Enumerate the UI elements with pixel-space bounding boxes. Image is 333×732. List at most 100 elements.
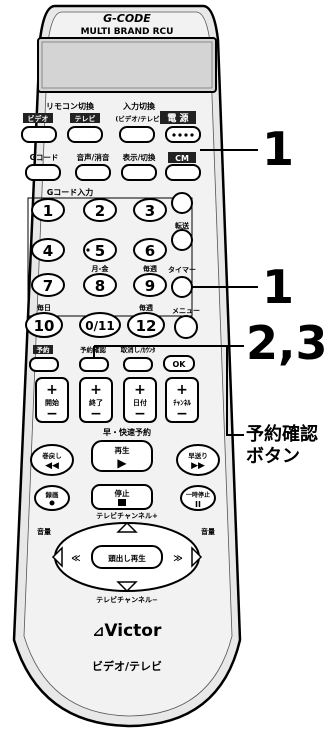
reserve-label: 予約 bbox=[37, 345, 51, 354]
vol-plus-label: 音量 bbox=[201, 527, 215, 536]
svg-text:+: + bbox=[46, 382, 58, 398]
step-2-3-callout: 2,3 bbox=[246, 316, 328, 370]
channel-up-button[interactable] bbox=[116, 521, 138, 533]
cancel-counter-button[interactable] bbox=[123, 357, 153, 372]
video-button[interactable] bbox=[21, 126, 57, 143]
ok-button[interactable] bbox=[163, 355, 195, 372]
timer-button[interactable] bbox=[171, 276, 193, 298]
reserve-button[interactable] bbox=[29, 357, 59, 372]
channel-label: ﾁｬﾝﾈﾙ bbox=[173, 399, 191, 407]
step-1-timer-callout: 1 bbox=[262, 260, 295, 314]
lcd-display bbox=[37, 37, 217, 93]
digit-5-button[interactable] bbox=[83, 238, 117, 262]
reserve-confirm-button[interactable] bbox=[79, 357, 109, 372]
digit-8-label: 8 bbox=[95, 277, 105, 295]
svg-text:−: − bbox=[134, 406, 146, 422]
digit-1-button[interactable] bbox=[31, 198, 65, 222]
fast-forward-label: 早送り bbox=[188, 451, 208, 460]
record-button[interactable] bbox=[34, 485, 70, 511]
tv-label: テレビ bbox=[75, 114, 96, 123]
pause-button[interactable] bbox=[180, 485, 216, 511]
display-label: 表示/切換 bbox=[123, 152, 156, 162]
channel-adjust-button[interactable] bbox=[165, 377, 199, 423]
svg-text:+: + bbox=[134, 382, 146, 398]
volume-down-button[interactable] bbox=[51, 546, 63, 568]
remote-switch-label: リモコン切換 bbox=[46, 101, 95, 111]
digit-3-label: 3 bbox=[145, 202, 155, 220]
start-label: 開始 bbox=[45, 398, 59, 407]
power-dots bbox=[172, 133, 194, 137]
rewind-button[interactable] bbox=[30, 444, 74, 476]
record-label: 録画 bbox=[46, 490, 60, 499]
channel-down-button[interactable] bbox=[116, 581, 138, 593]
date-label: 日付 bbox=[133, 398, 147, 407]
svg-text:+: + bbox=[90, 382, 102, 398]
digit-0-11-button[interactable] bbox=[79, 312, 121, 338]
digit-12-button[interactable] bbox=[127, 312, 165, 338]
tv-button[interactable] bbox=[67, 126, 103, 143]
step-1-power-callout: 1 bbox=[262, 122, 295, 176]
input-sub-label: (ビデオ/テレビ) bbox=[115, 114, 162, 123]
menu-button[interactable] bbox=[174, 315, 198, 339]
gcode-button[interactable] bbox=[25, 164, 61, 181]
svg-text:−: − bbox=[46, 406, 58, 422]
date-adjust-button[interactable] bbox=[123, 377, 157, 423]
digit-10-label: 10 bbox=[34, 317, 55, 335]
gcode-side-button[interactable] bbox=[171, 192, 193, 214]
input-switch-button[interactable] bbox=[119, 126, 155, 143]
cm-label: CM bbox=[175, 154, 189, 163]
digit-1-label: 1 bbox=[43, 202, 53, 220]
digit-4-button[interactable] bbox=[31, 238, 65, 262]
digit-6-button[interactable] bbox=[133, 238, 167, 262]
tv-channel-plus-label: テレビチャンネル+ bbox=[96, 511, 158, 520]
digit-8-button[interactable] bbox=[83, 273, 117, 297]
cue-play-label: 頭出し再生 bbox=[108, 553, 146, 563]
video-label: ビデオ bbox=[28, 114, 49, 123]
power-button[interactable] bbox=[165, 126, 201, 143]
gcode-label: Gコード bbox=[30, 153, 59, 162]
daily-label: 毎日 bbox=[37, 303, 51, 312]
svg-text:≫: ≫ bbox=[173, 554, 182, 564]
ok-label: OK bbox=[173, 360, 187, 369]
svg-text:II: II bbox=[195, 500, 201, 509]
transfer-label: 転送 bbox=[175, 221, 190, 230]
digit-0-11-label: 0/11 bbox=[85, 319, 114, 333]
display-button[interactable] bbox=[121, 164, 157, 181]
digit-2-button[interactable] bbox=[83, 198, 117, 222]
play-label: 再生 bbox=[115, 445, 130, 455]
input-switch-label: 入力切換 bbox=[122, 101, 156, 111]
audio-label: 音声/消音 bbox=[77, 152, 110, 162]
digit-9-button[interactable] bbox=[133, 273, 167, 297]
cm-button[interactable] bbox=[165, 164, 201, 181]
digit-7-label: 7 bbox=[43, 277, 53, 295]
reserve-confirm-caption-2: ボタン bbox=[246, 446, 300, 467]
tv-channel-minus-label: テレビチャンネル− bbox=[96, 595, 158, 604]
volume-up-button[interactable] bbox=[191, 546, 203, 568]
multi-brand-label: MULTI BRAND RCU bbox=[81, 27, 174, 37]
end-label: 終了 bbox=[89, 398, 103, 407]
fast-forward-button[interactable] bbox=[176, 444, 220, 476]
weekly-label: 毎週 bbox=[143, 264, 157, 273]
rewind-label: 巻戻し bbox=[41, 451, 62, 460]
audio-button[interactable] bbox=[75, 164, 111, 181]
digit-4-label: 4 bbox=[43, 242, 53, 260]
gcode-input-label: Gコード入力 bbox=[47, 187, 94, 197]
digit-6-label: 6 bbox=[145, 242, 155, 260]
transfer-button[interactable] bbox=[171, 229, 193, 251]
play-button[interactable] bbox=[91, 440, 153, 472]
cue-play-button[interactable] bbox=[91, 545, 163, 569]
quick-reserve-label: 早・快速予約 bbox=[103, 427, 151, 437]
start-adjust-button[interactable] bbox=[35, 377, 69, 423]
end-adjust-button[interactable] bbox=[79, 377, 113, 423]
gcode-logo: G-CODE bbox=[103, 12, 151, 25]
digit-9-label: 9 bbox=[145, 277, 155, 295]
digit-7-button[interactable] bbox=[31, 273, 65, 297]
stop-button[interactable] bbox=[91, 484, 153, 510]
cancel-counter-label: 取消し/ｶｳﾝﾀ bbox=[121, 345, 157, 354]
stop-label: 停止 bbox=[115, 488, 130, 498]
power-label: 電 源 bbox=[167, 112, 188, 124]
mon-fri-label: 月-金 bbox=[91, 264, 110, 273]
digit-10-button[interactable] bbox=[25, 312, 63, 338]
digit-3-button[interactable] bbox=[133, 198, 167, 222]
